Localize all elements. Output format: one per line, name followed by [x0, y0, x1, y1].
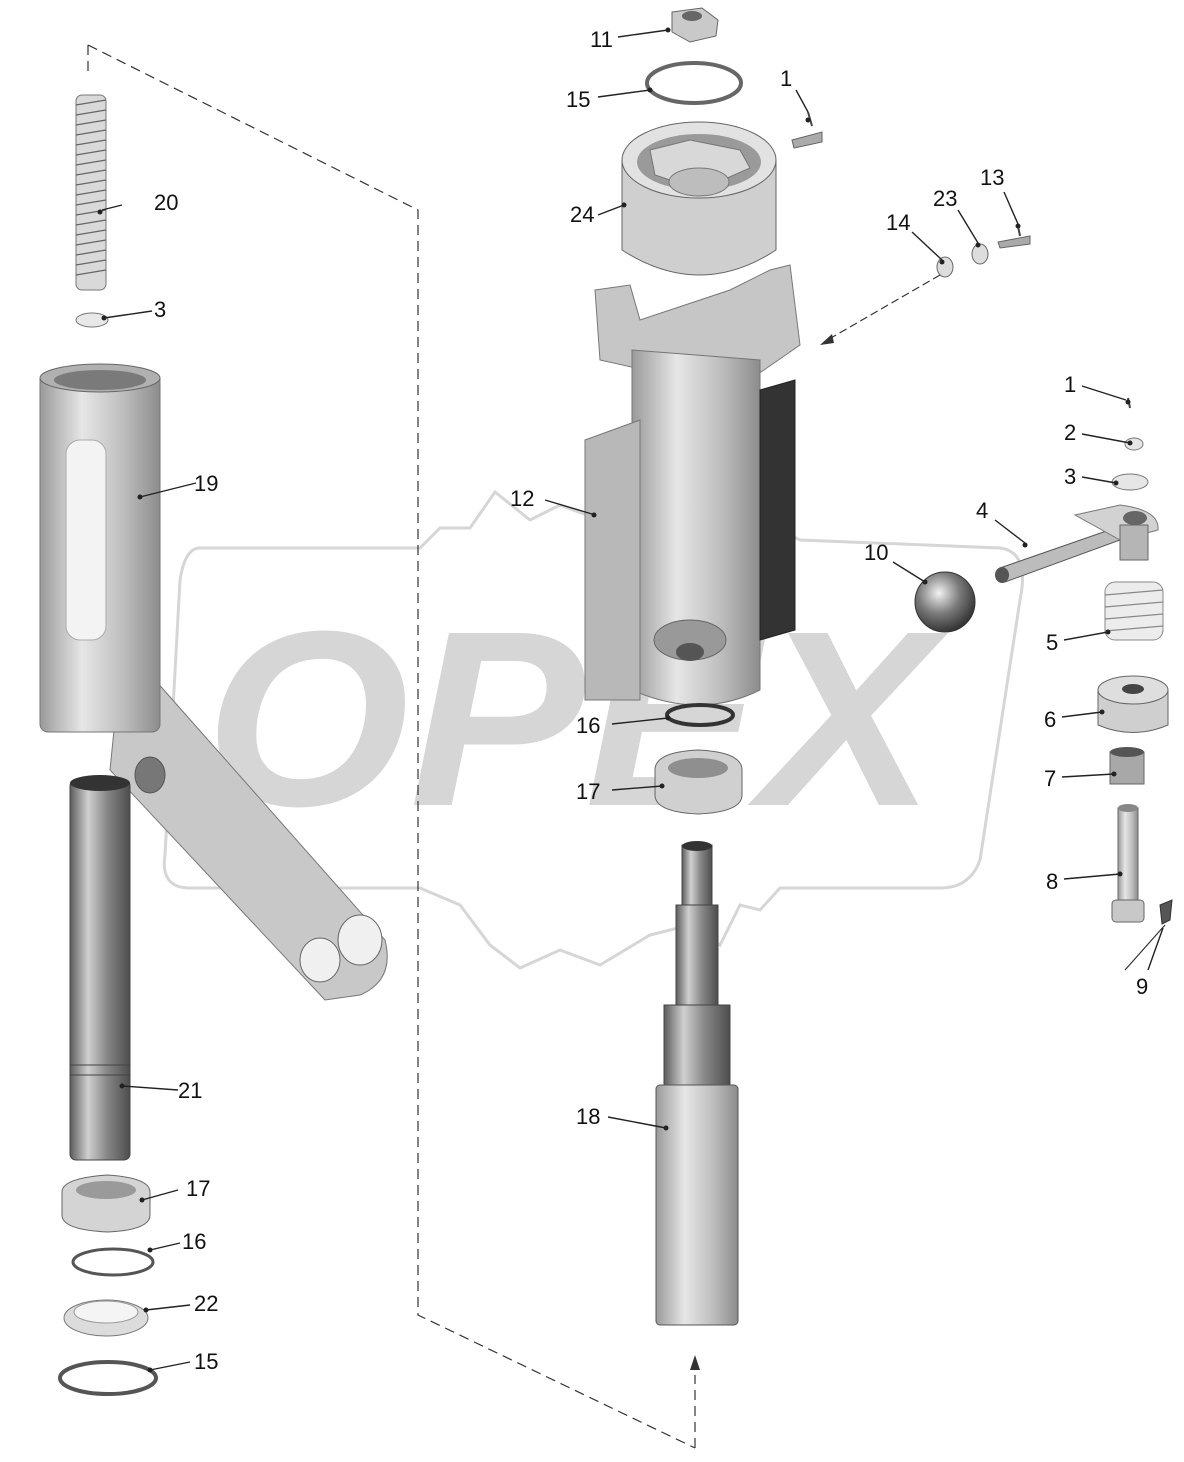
callout-16-mid: 16	[576, 713, 600, 738]
arrowhead-stem	[690, 1355, 700, 1370]
screw-part-1-top	[791, 111, 823, 149]
ring-part-15-top	[645, 61, 743, 105]
cap-part-24	[621, 121, 777, 276]
callout-12: 12	[510, 486, 534, 511]
callout-18: 18	[576, 1104, 600, 1129]
callout-24: 24	[570, 202, 594, 227]
callout-16-left: 16	[182, 1229, 206, 1254]
callout-7: 7	[1044, 766, 1056, 791]
callout-1-top: 1	[780, 66, 792, 91]
callout-13: 13	[980, 165, 1004, 190]
callout-1-right: 1	[1064, 372, 1076, 397]
ring-part-16-left	[71, 1247, 155, 1277]
leader-dots	[97, 27, 1133, 1373]
screw-part-13	[997, 225, 1031, 249]
callout-labels: 11 15 1 24 14 23 13 20 3 19 12 1 2 3 4 1…	[154, 27, 1148, 1374]
nut-part-17-left	[61, 1174, 151, 1233]
watermark: OPEX	[162, 489, 1024, 970]
housing-part-12	[584, 264, 801, 706]
shaft-part-21	[69, 775, 131, 1161]
leader-lines	[101, 29, 1164, 1371]
nut-part-11	[671, 7, 719, 43]
callout-14: 14	[886, 210, 910, 235]
lever-part-19	[39, 363, 388, 1001]
assembly-guide-lines	[87, 44, 696, 1449]
callout-22: 22	[194, 1291, 218, 1316]
watermark-text: OPEX	[205, 579, 949, 858]
callout-5: 5	[1046, 630, 1058, 655]
ring-part-16-mid	[665, 703, 735, 727]
guide-line-left	[87, 44, 696, 1449]
washer-part-23	[971, 243, 989, 265]
sleeve-part-7	[1109, 747, 1145, 785]
callout-20: 20	[154, 190, 178, 215]
spring-part-5	[1104, 581, 1164, 641]
bushing-part-6	[1097, 675, 1169, 733]
callout-3-left: 3	[154, 297, 166, 322]
callout-15-left: 15	[194, 1349, 218, 1374]
callout-6: 6	[1044, 707, 1056, 732]
clip-part-14	[936, 256, 954, 278]
callout-23: 23	[933, 186, 957, 211]
spring-part-20	[75, 94, 107, 291]
callout-8: 8	[1046, 869, 1058, 894]
clip-part-9	[1159, 899, 1173, 925]
callout-3-right: 3	[1064, 464, 1076, 489]
callout-11: 11	[590, 27, 613, 52]
nut-part-17-mid	[654, 749, 743, 815]
arrow-line-side	[823, 274, 941, 343]
washer-part-22	[63, 1299, 149, 1337]
callout-9: 9	[1136, 974, 1148, 999]
lever-pin-part-4	[995, 504, 1159, 583]
ring-part-15-left	[58, 1360, 158, 1396]
washer-part-3-left	[75, 312, 109, 328]
washer-part-2	[1124, 437, 1144, 451]
callout-19: 19	[194, 471, 218, 496]
callout-2: 2	[1064, 420, 1076, 445]
callout-4: 4	[976, 498, 988, 523]
callout-10: 10	[864, 540, 888, 565]
callout-17-left: 17	[186, 1176, 210, 1201]
arrow-line-pin	[1124, 924, 1166, 971]
stem-part-18	[655, 841, 739, 1326]
arrowhead-side	[820, 334, 834, 345]
ball-part-10	[914, 571, 976, 633]
callout-15-top: 15	[566, 87, 590, 112]
assembly-arrows	[823, 274, 941, 343]
callout-21: 21	[178, 1078, 202, 1103]
pin-part-8	[1111, 804, 1145, 923]
callout-17-mid: 17	[576, 779, 600, 804]
